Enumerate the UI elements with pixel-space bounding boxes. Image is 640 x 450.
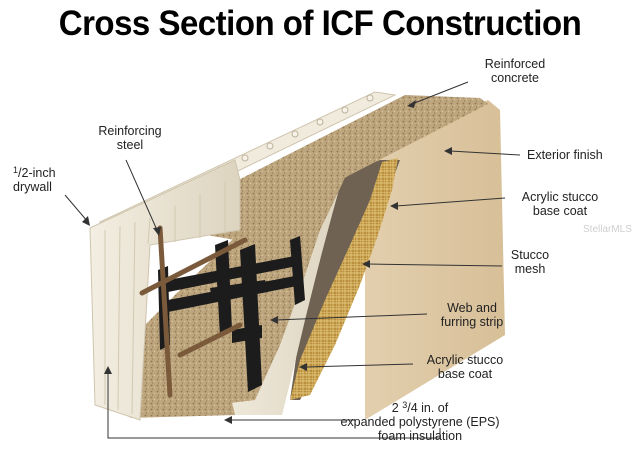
label-acrylic-stucco-bottom: Acrylic stucco base coat (426, 353, 504, 381)
label-drywall: 1/2-inch drywall (13, 165, 56, 194)
label-reinforcing-steel: Reinforcing steel (98, 124, 162, 152)
exterior-finish-face (365, 100, 505, 420)
label-eps-insulation: 2 3/4 in. of expanded polystyrene (EPS) … (340, 400, 500, 443)
label-reinforced-concrete: Reinforced concrete (484, 57, 546, 85)
watermark: StellarMLS (583, 224, 632, 235)
label-stucco-mesh: Stucco mesh (510, 248, 550, 276)
plastic-web (158, 236, 305, 392)
stucco-mesh-strip (290, 158, 398, 400)
rebar (139, 225, 248, 398)
concrete-bottom (130, 350, 235, 418)
label-acrylic-stucco-top: Acrylic stucco base coat (521, 190, 599, 218)
diagram-title: Cross Section of ICF Construction (58, 2, 582, 43)
label-exterior-finish: Exterior finish (527, 148, 603, 162)
label-web-furring: Web and furring strip (440, 301, 504, 329)
interior-eps-panel (89, 159, 241, 421)
